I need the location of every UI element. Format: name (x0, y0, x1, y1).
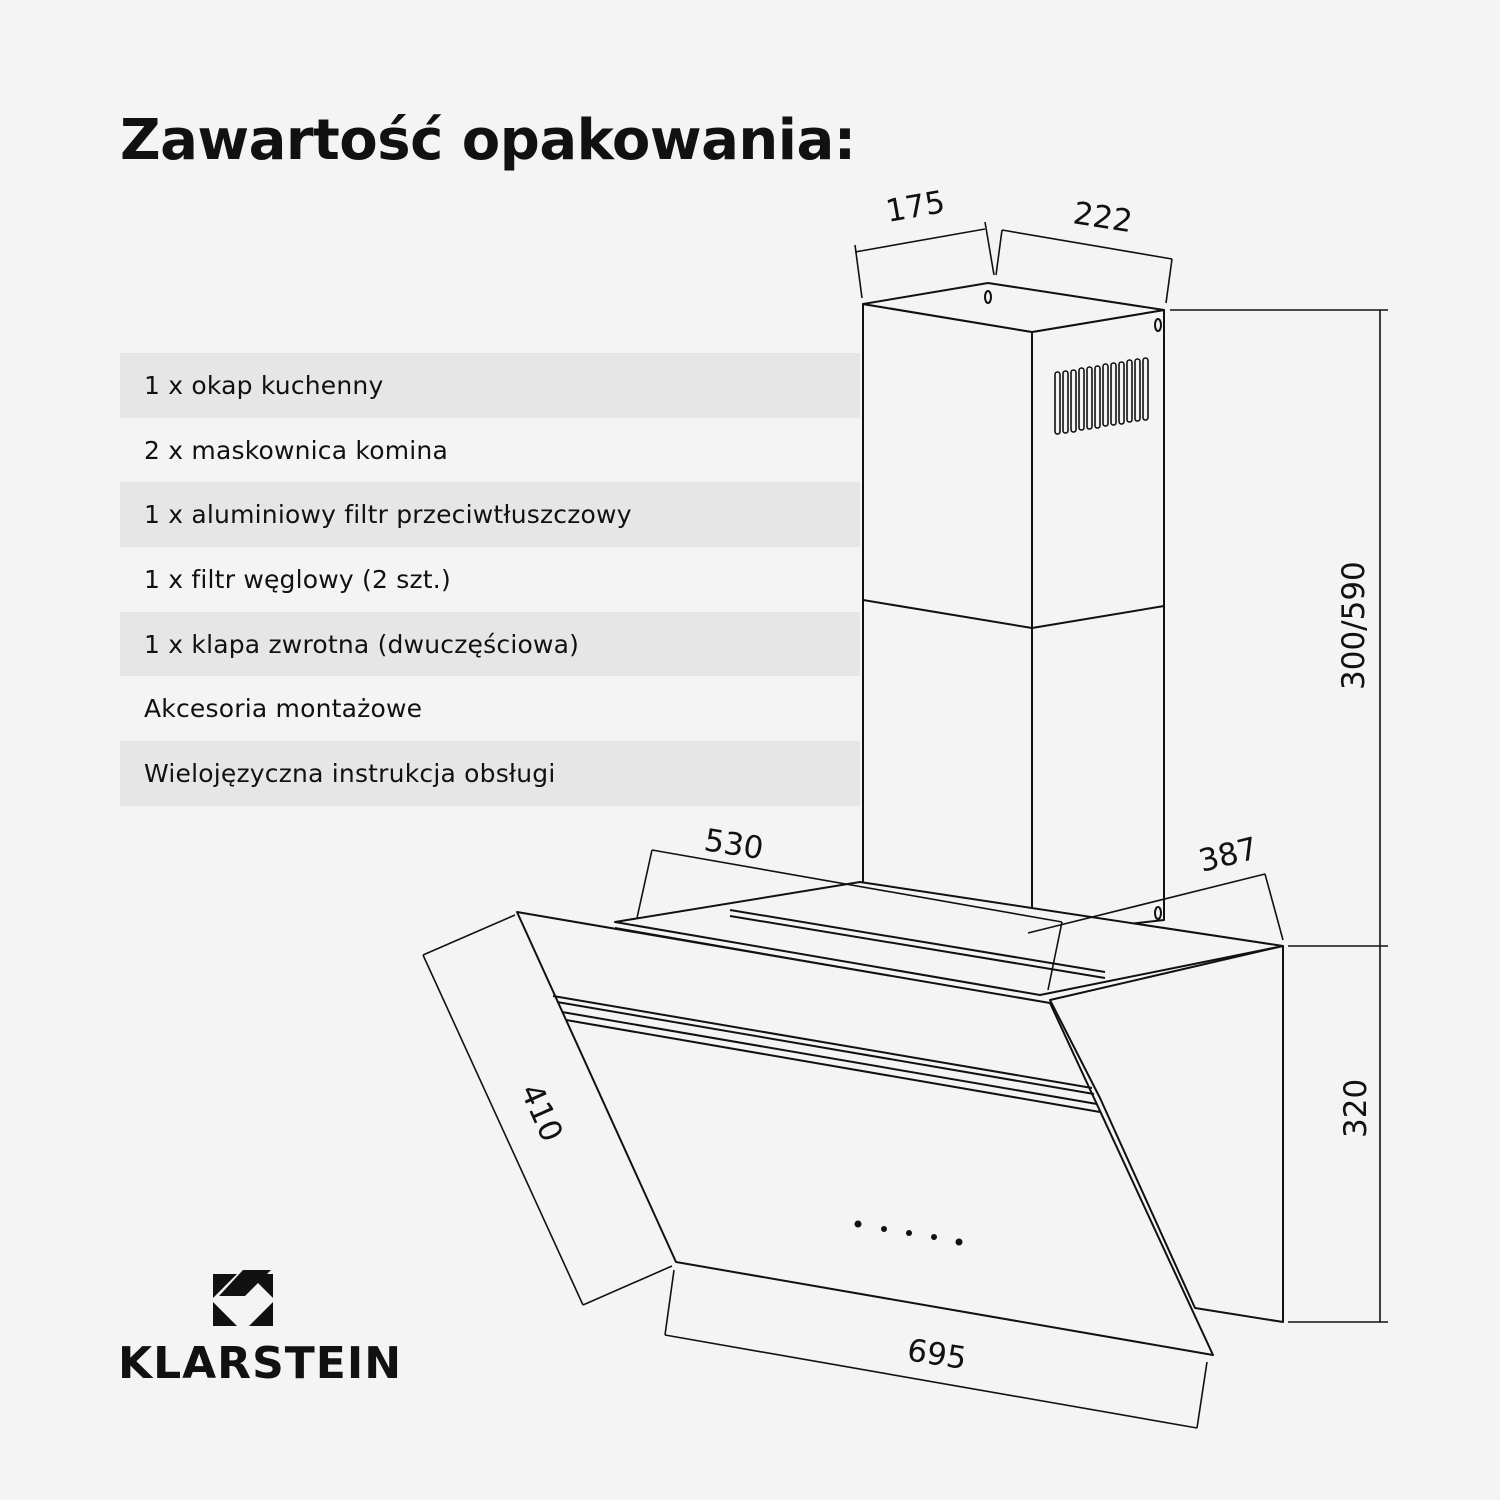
list-item: 1 x filtr węglowy (2 szt.) (144, 564, 451, 594)
list-item: 1 x okap kuchenny (120, 353, 860, 418)
dim-chimney-depth: 222 (1071, 195, 1135, 240)
glass-panel (516, 911, 1214, 1356)
glass-strip (561, 1011, 1098, 1105)
brand-name: KLARSTEIN (118, 1338, 403, 1389)
list-item: 1 x aluminiowy filtr przeciwtłuszczowy (120, 482, 860, 548)
list-item: 1 x klapa zwrotna (dwuczęściowa) (120, 611, 860, 677)
contents-list: 1 x okap kuchenny 2 x maskownica komina … (120, 353, 860, 806)
glass-strip (565, 1019, 1101, 1113)
chimney-seam (862, 599, 1033, 629)
control-buttons (854, 1220, 963, 1246)
chimney-top (862, 282, 1165, 333)
dim-chimney-width: 175 (883, 184, 948, 230)
dim-chimney-height: 300/590 (1336, 561, 1372, 690)
glass-strip (552, 995, 1093, 1089)
list-item: Wielojęzyczna instrukcja obsługi (120, 741, 860, 806)
chimney-front-face (862, 303, 1033, 936)
dim-glass-width: 695 (905, 1332, 969, 1377)
glass-strip (556, 1001, 1095, 1095)
dim-glass-depth: 410 (513, 1079, 570, 1148)
chimney-seam (1031, 605, 1165, 629)
chimney-side-face (1031, 309, 1165, 936)
screw-hole (1154, 318, 1162, 332)
page-title: Zawartość opakowania: (120, 108, 856, 173)
hood-edge (729, 915, 1106, 979)
dimension-lines (422, 221, 1388, 1429)
screw-hole (984, 290, 992, 304)
vent-slots (1054, 357, 1149, 435)
list-item: Akcesoria montażowe (144, 694, 423, 724)
hood-edge (729, 909, 1106, 973)
dim-body-height: 320 (1338, 1079, 1374, 1138)
hood-body (516, 881, 1284, 1356)
list-item: 2 x maskownica komina (144, 435, 448, 465)
chimney (862, 282, 1165, 936)
dim-body-depth: 387 (1195, 831, 1261, 880)
klarstein-logo-icon (213, 1270, 273, 1326)
screw-hole (1154, 906, 1162, 920)
hood-side-panel (1049, 945, 1284, 1323)
